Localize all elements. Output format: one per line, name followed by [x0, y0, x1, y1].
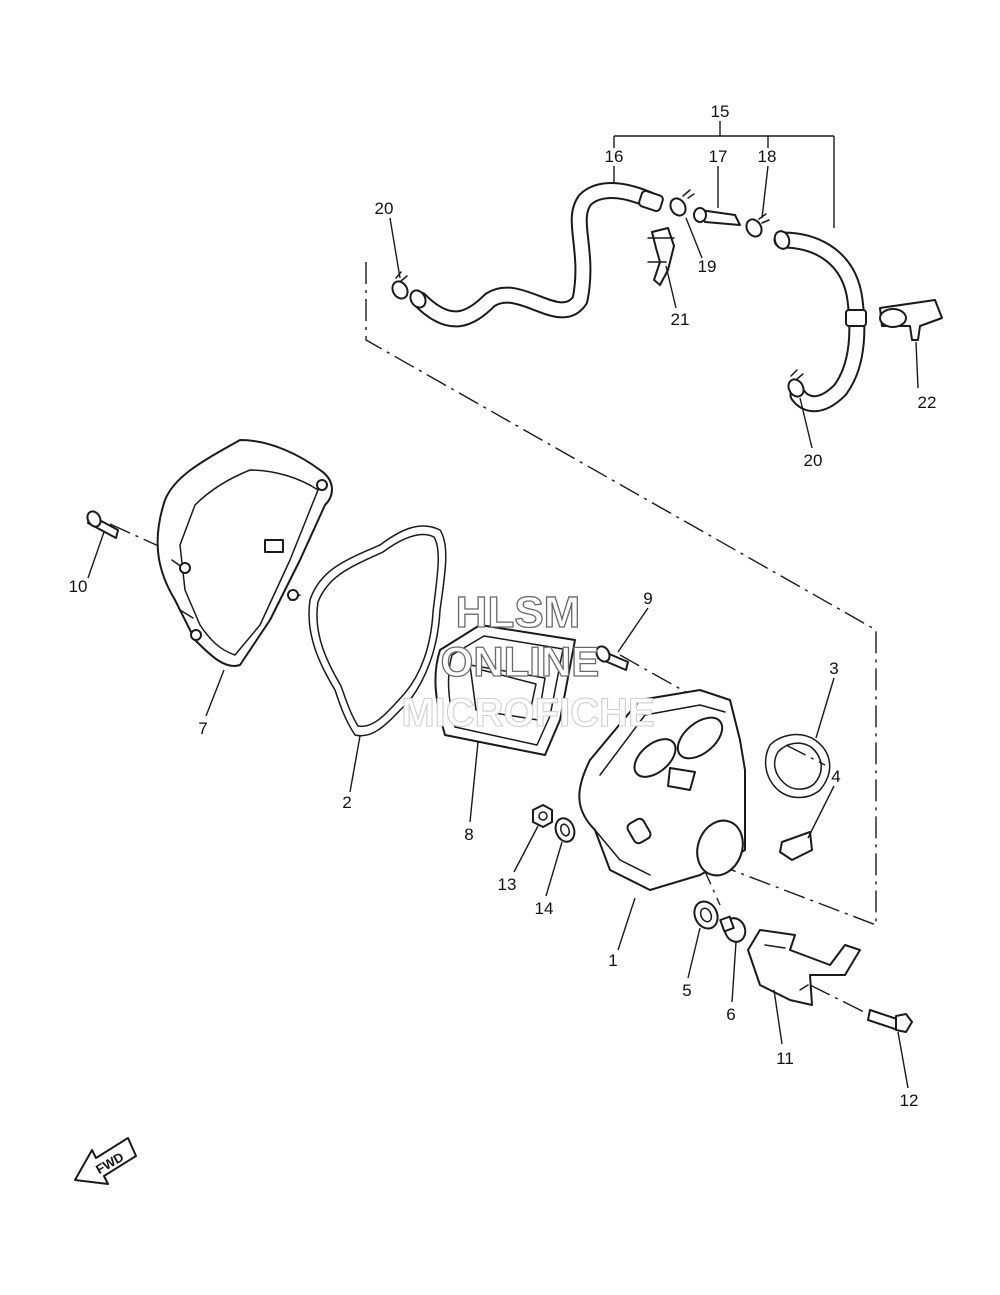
element-8[interactable] [434, 624, 576, 756]
bracket-11[interactable] [747, 929, 861, 1006]
callout-4: 4 [831, 767, 840, 786]
hose-18-assembly[interactable] [772, 229, 867, 413]
callout-16: 16 [605, 147, 624, 166]
callout-2: 2 [342, 793, 351, 812]
callout-1: 1 [608, 951, 617, 970]
check-valve-17[interactable] [693, 207, 741, 226]
clip-4[interactable] [779, 831, 813, 861]
callout-7: 7 [198, 719, 207, 738]
callout-14: 14 [535, 899, 554, 918]
callout-10: 10 [69, 577, 88, 596]
air-filter-case-1[interactable] [578, 689, 750, 891]
callout-12: 12 [900, 1091, 919, 1110]
joint-3[interactable] [764, 733, 831, 799]
clip-20-top[interactable] [389, 271, 410, 301]
callout-13: 13 [498, 875, 517, 894]
callout-21: 21 [671, 310, 690, 329]
air-case-cover-7[interactable] [156, 439, 333, 667]
holder-22[interactable] [879, 299, 943, 341]
callout-19: 19 [698, 257, 717, 276]
callouts: 15 16 17 18 20 19 21 22 20 10 9 3 7 4 2 … [69, 102, 937, 1110]
callout-11: 11 [776, 1049, 794, 1068]
watermark-line-1: HLSM [456, 588, 581, 637]
watermark-line-3: MICROFICHE [401, 691, 654, 735]
clip-18[interactable] [743, 213, 770, 239]
washer-14[interactable] [552, 816, 577, 845]
callout-6: 6 [726, 1005, 735, 1024]
grommet-5[interactable] [690, 898, 722, 933]
nut-13[interactable] [532, 804, 553, 828]
clip-20-bottom[interactable] [785, 369, 806, 399]
callout-18: 18 [758, 147, 777, 166]
holder-21[interactable] [647, 227, 675, 286]
callout-8: 8 [464, 825, 473, 844]
callout-17: 17 [709, 147, 728, 166]
screw-10[interactable] [85, 509, 119, 539]
kit-15-bracket [613, 121, 835, 228]
callout-5: 5 [682, 981, 691, 1000]
callout-3: 3 [829, 659, 838, 678]
callout-9: 9 [643, 589, 652, 608]
callout-20-top: 20 [375, 199, 394, 218]
watermark: HLSM ONLINE MICROFICHE [401, 587, 655, 735]
hose-16[interactable] [407, 182, 664, 328]
clip-19[interactable] [667, 189, 695, 218]
bolt-12[interactable] [867, 1009, 913, 1033]
fwd-arrow-icon: FWD [74, 1137, 137, 1185]
gasket-2[interactable] [308, 525, 447, 737]
collar-6[interactable] [719, 915, 748, 944]
leader-lines [87, 165, 919, 1089]
callout-20-bottom: 20 [804, 451, 823, 470]
bolt-9[interactable] [594, 644, 629, 671]
callout-22: 22 [918, 393, 937, 412]
watermark-line-2: ONLINE [441, 638, 600, 685]
callout-15: 15 [711, 102, 730, 121]
